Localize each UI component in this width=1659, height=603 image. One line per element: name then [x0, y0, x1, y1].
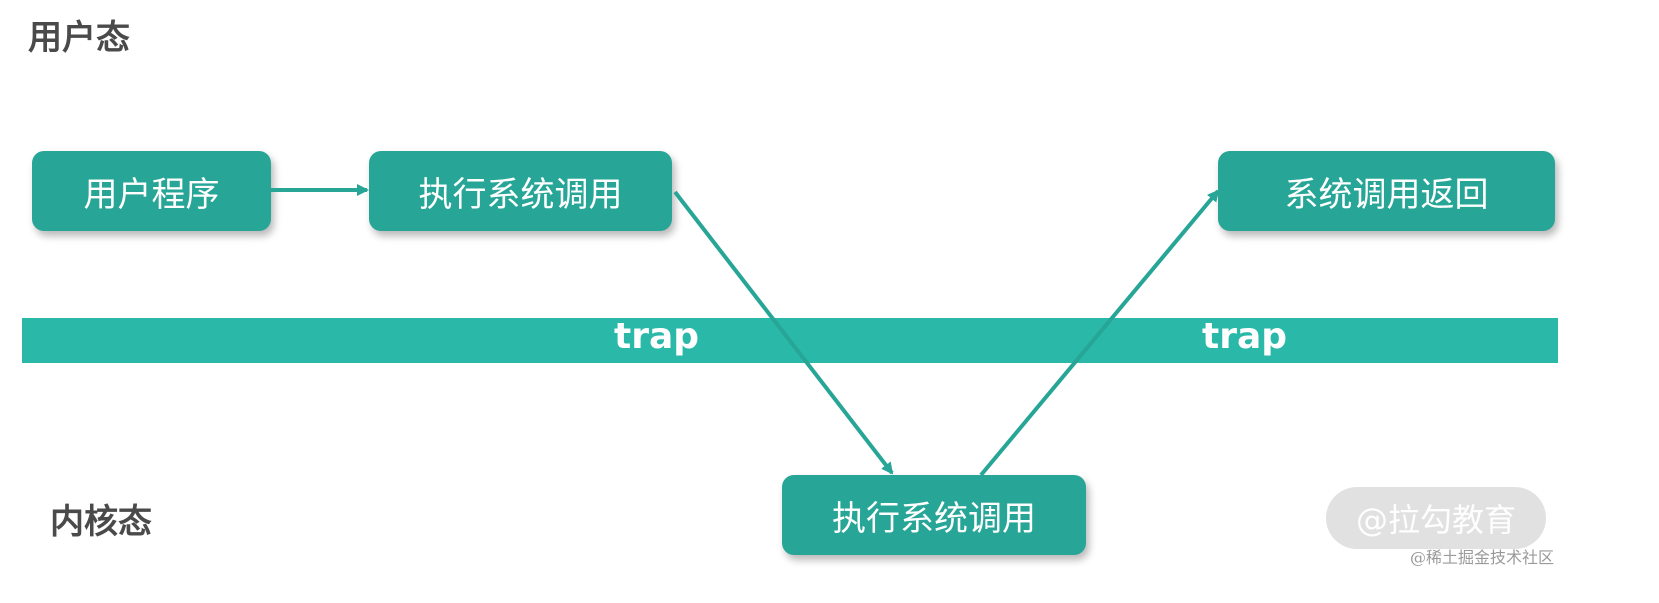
exec-syscall-user-box: 执行系统调用	[369, 151, 672, 231]
juejin-watermark: @稀土掘金技术社区	[1410, 548, 1555, 567]
exec-syscall-kernel-box: 执行系统调用	[782, 475, 1086, 555]
lagou-watermark: @拉勾教育	[1326, 487, 1546, 549]
user-program-box: 用户程序	[32, 151, 271, 231]
trap-label-2: trap	[1202, 316, 1288, 357]
trap-label-1: trap	[614, 316, 700, 357]
syscall-return-box: 系统调用返回	[1218, 151, 1555, 231]
user-mode-label: 用户态	[28, 18, 130, 58]
kernel-mode-label: 内核态	[50, 502, 152, 542]
arrow-kernel-to-return	[979, 189, 1220, 477]
arrow-exec-to-kernel	[673, 190, 894, 475]
